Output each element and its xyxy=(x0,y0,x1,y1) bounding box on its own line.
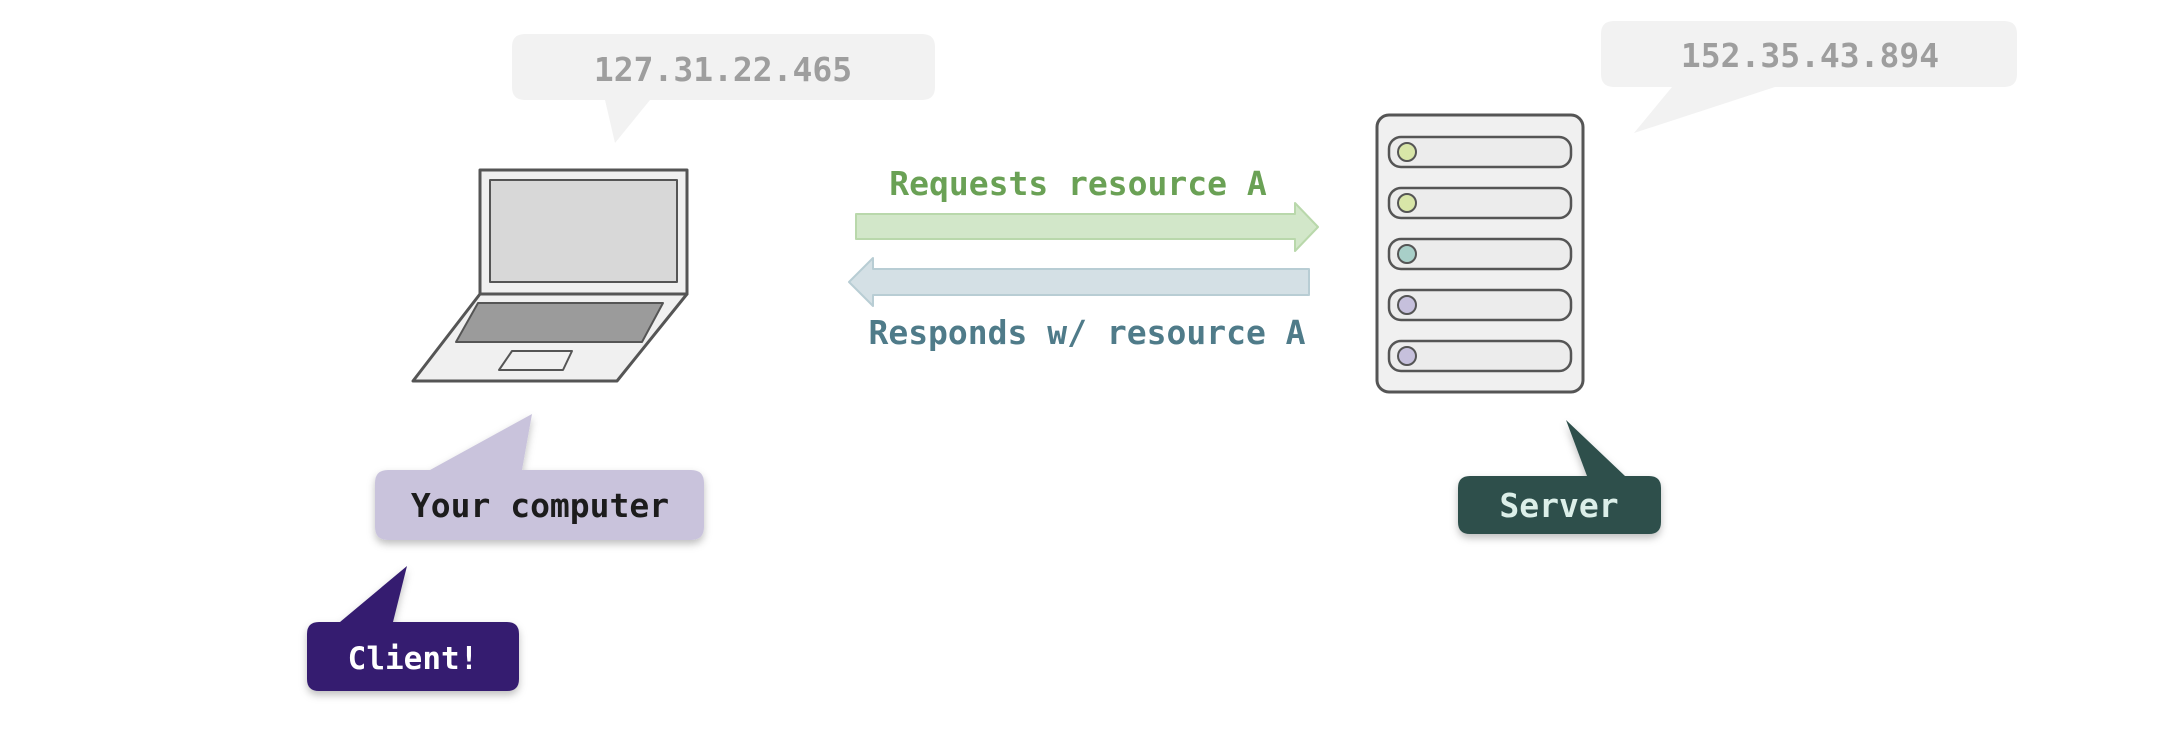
laptop-touchpad xyxy=(498,350,573,371)
server-ip-address: 152.35.43.894 xyxy=(1681,36,1939,75)
status-light-icon xyxy=(1397,295,1417,315)
client-label: Your computer xyxy=(411,486,669,525)
status-light-icon xyxy=(1397,142,1417,162)
server-label-callout: Server xyxy=(1458,420,1661,534)
client-tag-callout: Client! xyxy=(307,566,519,691)
laptop-keyboard xyxy=(455,302,664,343)
server-slots xyxy=(1387,135,1573,373)
server-slot xyxy=(1387,237,1573,271)
server-slot xyxy=(1387,135,1573,169)
client-ip-bubble: 127.31.22.465 xyxy=(512,34,935,143)
status-light-icon xyxy=(1397,244,1417,264)
laptop-icon xyxy=(411,168,689,383)
client-tag: Client! xyxy=(348,641,479,677)
status-light-icon xyxy=(1397,346,1417,366)
client-ip-address: 127.31.22.465 xyxy=(594,50,852,89)
server-label: Server xyxy=(1499,486,1618,525)
server-slot xyxy=(1387,288,1573,322)
request-label: Requests resource A xyxy=(889,164,1267,203)
status-light-icon xyxy=(1397,193,1417,213)
request-arrow: Requests resource A xyxy=(855,164,1319,252)
server-slot xyxy=(1387,186,1573,220)
server-ip-bubble: 152.35.43.894 xyxy=(1601,21,2017,133)
laptop-screen xyxy=(489,179,678,283)
server-icon xyxy=(1375,113,1585,394)
response-label: Responds w/ resource A xyxy=(868,313,1305,352)
client-label-callout: Your computer xyxy=(375,414,704,540)
response-arrow: Responds w/ resource A xyxy=(848,257,1310,352)
server-slot xyxy=(1387,339,1573,373)
